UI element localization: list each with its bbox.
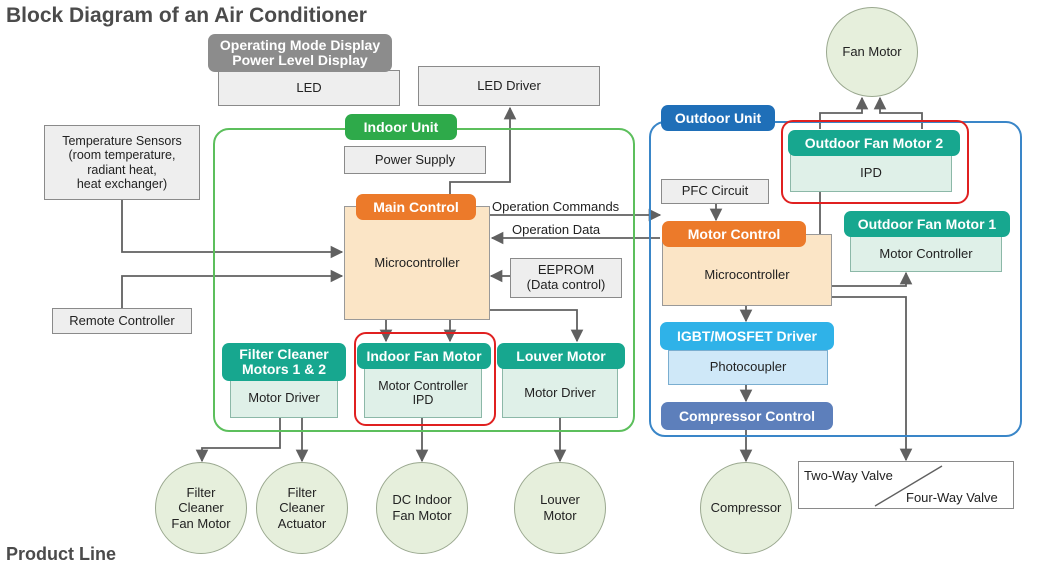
filter-driver-box: Motor Driver [230, 378, 338, 418]
outdoor-fan2-label: Outdoor Fan Motor 2 [804, 134, 944, 151]
indoor-fan-motor-tag: Indoor Fan Motor [357, 343, 491, 369]
outdoor-fan2-tag: Outdoor Fan Motor 2 [788, 130, 960, 156]
motor-control-tag: Motor Control [662, 221, 806, 247]
eeprom-line2: (Data control) [526, 277, 606, 292]
outdoor-unit-tag: Outdoor Unit [661, 105, 775, 131]
led-driver-label: LED Driver [477, 77, 541, 93]
two-way-valve-label: Two-Way Valve [804, 468, 893, 483]
filter-fan-line2: Cleaner [178, 500, 224, 516]
valve-divider [874, 465, 943, 507]
louver-circle-line1: Louver [540, 492, 580, 508]
outdoor-fan2-highlight [781, 120, 969, 204]
indoor-fan-line2: IPD [412, 393, 434, 407]
led-driver-box: LED Driver [418, 66, 600, 106]
filter-fan-line1: Filter [186, 484, 216, 500]
four-way-valve-label: Four-Way Valve [906, 490, 998, 505]
outdoor-microcontroller-label: Microcontroller [704, 266, 790, 282]
filter-driver-label: Motor Driver [248, 389, 320, 405]
sensors-line4: heat exchanger) [76, 176, 168, 191]
wire-micro-to-louver [490, 309, 584, 343]
valve-box [798, 461, 1014, 509]
sensors-line3: radiant heat, [87, 162, 157, 177]
display-tag-line2: Power Level Display [232, 52, 368, 68]
led-box: LED [218, 70, 400, 106]
wire-micro-to-fan1 [832, 271, 913, 287]
wire-main-to-led-driver [449, 106, 517, 194]
louver-motor-circle: Louver Motor [514, 462, 606, 554]
outdoor-unit-label: Outdoor Unit [674, 109, 762, 126]
main-control-label: Main Control [373, 198, 459, 215]
indoor-fan-motor-label: Indoor Fan Motor [366, 347, 482, 364]
fan-motor-label: Fan Motor [842, 44, 902, 60]
dc-line1: DC Indoor [392, 492, 452, 508]
filter-tag-line1: Filter Cleaner [239, 346, 329, 363]
louver-motor-tag: Louver Motor [497, 343, 625, 369]
indoor-fan-highlight [354, 332, 496, 426]
indoor-microcontroller-label: Microcontroller [374, 254, 460, 270]
photocoupler-box: Photocoupler [668, 350, 828, 385]
compressor-control-label: Compressor Control [678, 407, 816, 424]
compressor-label: Compressor [710, 500, 782, 516]
indoor-microcontroller-box: Microcontroller [344, 206, 490, 320]
filter-cleaner-fan-motor-circle: Filter Cleaner Fan Motor [155, 462, 247, 554]
display-tag-line1: Operating Mode Display [219, 37, 381, 54]
power-supply-box: Power Supply [344, 146, 486, 174]
wire-remote-to-micro [121, 269, 344, 308]
fan-motor-circle: Fan Motor [826, 7, 918, 97]
wire-filter-to-fanmotor [195, 418, 281, 463]
filter-act-line2: Cleaner [279, 500, 325, 516]
outdoor-fan1-tag: Outdoor Fan Motor 1 [844, 211, 1010, 237]
sensors-line2: (room temperature, [68, 148, 176, 163]
product-line-heading: Product Line [6, 544, 117, 564]
power-supply-label: Power Supply [374, 151, 456, 167]
filter-cleaner-actuator-circle: Filter Cleaner Actuator [256, 462, 348, 554]
filter-tag-line2: Motors 1 & 2 [241, 361, 326, 377]
indoor-fan-line1: Motor Controller [378, 378, 468, 393]
wire-sensors-to-micro [121, 200, 344, 259]
compressor-circle: Compressor [700, 462, 792, 554]
pfc-circuit-label: PFC Circuit [681, 183, 749, 199]
louver-motor-label: Louver Motor [516, 347, 606, 364]
operation-data-label: Operation Data [512, 222, 601, 237]
motor-control-label: Motor Control [687, 225, 781, 242]
pfc-circuit-box: PFC Circuit [661, 179, 769, 204]
louver-driver-label: Motor Driver [524, 384, 596, 400]
outdoor-fan2-ipd-label: IPD [860, 164, 882, 180]
filter-fan-line3: Fan Motor [171, 515, 231, 531]
led-label: LED [296, 79, 322, 95]
filter-act-line3: Actuator [277, 515, 327, 531]
eeprom-box: EEPROM (Data control) [510, 258, 622, 298]
dc-line2: Fan Motor [392, 508, 452, 523]
photocoupler-label: Photocoupler [709, 359, 787, 375]
igbt-mosfet-label: IGBT/MOSFET Driver [676, 327, 818, 344]
outdoor-fan2-ipd-box: IPD [790, 154, 952, 192]
remote-controller-label: Remote Controller [69, 312, 175, 328]
temperature-sensors-box: Temperature Sensors (room temperature, r… [44, 125, 200, 200]
eeprom-line1: EEPROM [537, 262, 595, 278]
outdoor-fan1-controller-box: Motor Controller [850, 236, 1002, 272]
indoor-unit-tag: Indoor Unit [345, 114, 457, 140]
louver-circle-line2: Motor [543, 508, 577, 523]
operation-commands-label: Operation Commands [492, 199, 620, 214]
dc-indoor-fan-motor-circle: DC Indoor Fan Motor [376, 462, 468, 554]
sensors-line1: Temperature Sensors [62, 133, 182, 148]
display-tag: Operating Mode Display Power Level Displ… [208, 34, 392, 72]
remote-controller-box: Remote Controller [52, 308, 192, 334]
outdoor-fan1-controller-label: Motor Controller [879, 245, 973, 261]
main-control-tag: Main Control [356, 194, 476, 220]
diagram-title: Block Diagram of an Air Conditioner [6, 4, 367, 27]
outdoor-fan1-label: Outdoor Fan Motor 1 [857, 215, 997, 232]
filter-cleaner-tag: Filter Cleaner Motors 1 & 2 [222, 343, 346, 381]
wire-micro-to-valves [832, 296, 913, 462]
outdoor-unit-frame [649, 121, 1022, 437]
filter-act-line1: Filter [287, 484, 317, 500]
compressor-control-tag: Compressor Control [661, 402, 833, 430]
igbt-mosfet-tag: IGBT/MOSFET Driver [660, 322, 834, 350]
indoor-unit-label: Indoor Unit [363, 118, 439, 135]
louver-driver-box: Motor Driver [502, 368, 618, 418]
